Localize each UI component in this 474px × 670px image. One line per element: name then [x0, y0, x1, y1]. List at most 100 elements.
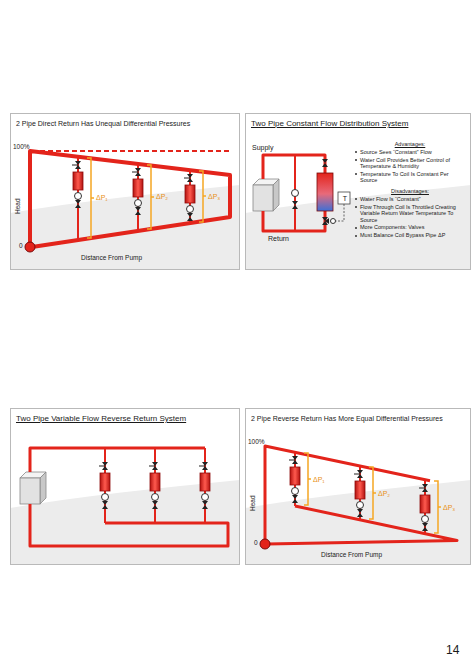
constant-flow-system — [245, 155, 471, 269]
bullet-dot — [355, 159, 357, 161]
section-heading: Advantages: — [354, 141, 466, 147]
axis-label: Distance From Pump — [81, 254, 142, 261]
slide-frame: 2 Pipe Reverse Return Has More Equal Dif… — [245, 408, 471, 565]
label-box: ΔP₃ — [443, 504, 455, 512]
source-box — [273, 179, 279, 211]
return-pipe — [30, 504, 228, 546]
note-row: Must Balance Coil Bypass Pipe ΔP — [354, 232, 466, 238]
label-box: Supply — [252, 144, 273, 152]
riser-pipes — [295, 452, 425, 534]
slide-frame: Two Pipe Constant Flow Distribution Syst… — [245, 113, 471, 270]
slide-frame: 2 Pipe Direct Return Has Unequal Differe… — [10, 113, 240, 270]
bullet-text: Temperature To Coil Is Constant Per Sour… — [360, 171, 466, 184]
label-box: ΔP₂ — [378, 490, 390, 498]
static-head-line — [32, 150, 232, 152]
pressure-bracket — [304, 453, 441, 533]
reverse-return-system — [199, 462, 210, 509]
direct-return-head-graph — [184, 174, 195, 221]
note-row: Water Flow Is “Constant” — [354, 196, 466, 202]
slide-title: Two Pipe Constant Flow Distribution Syst… — [251, 119, 408, 128]
label-box: ΔP₂ — [156, 193, 168, 201]
label-box: Head — [249, 495, 256, 511]
section-heading: Disadvantages: — [354, 188, 466, 194]
note-row: Flow Through Coil Is Throttled Creating … — [354, 204, 466, 223]
pressure-bracket — [369, 467, 376, 519]
source-box — [20, 478, 40, 504]
pressure-label: ΔP₁ — [313, 476, 325, 484]
water-coil — [317, 173, 333, 211]
label-box: Return — [268, 235, 289, 243]
axis-label: 0 — [19, 242, 23, 249]
pressure-bracket — [87, 158, 94, 238]
bullet-text: Source Sees “Constant” Flow — [360, 149, 466, 155]
source-box — [253, 185, 273, 211]
valve-actuator — [331, 219, 336, 224]
label-box: 0 — [254, 539, 258, 546]
pressure-label: ΔP₂ — [156, 193, 168, 201]
bullet-text: Water Coil Provides Better Control of Te… — [360, 157, 466, 170]
bullet-dot — [355, 198, 357, 200]
bullet-dot — [355, 151, 357, 153]
supply-pipe — [30, 448, 205, 472]
bullet-dot — [355, 206, 357, 208]
axis-label: Supply — [252, 144, 273, 152]
bullet-text: Water Flow Is “Constant” — [360, 196, 466, 202]
axis-label: 14 — [446, 644, 459, 658]
bullet-dot — [355, 173, 357, 175]
three-way-valve — [322, 217, 329, 225]
valve — [292, 201, 298, 209]
axis-label: Return — [268, 235, 289, 243]
label-box: ΔP₁ — [313, 476, 325, 484]
riser-pipes — [105, 448, 205, 523]
pressure-bracket — [199, 171, 206, 222]
slide-band — [10, 185, 240, 269]
reverse-return-head-graph — [245, 446, 471, 564]
label-box: 100% — [13, 143, 30, 150]
axis-label: 0 — [254, 539, 258, 546]
source-box — [20, 472, 46, 504]
note-row: Source Sees “Constant” Flow — [354, 149, 466, 155]
bullet-dot — [355, 235, 357, 237]
label-box: 14 — [446, 644, 459, 658]
axis-label: Head — [14, 198, 21, 214]
reverse-return-head-graph — [419, 484, 430, 531]
axis-label: Distance From Pump — [321, 551, 382, 558]
pressure-bracket — [147, 165, 154, 229]
direct-return-head-graph — [132, 168, 143, 215]
label-box: Head — [14, 198, 21, 214]
label-box: ΔP₁ — [96, 194, 108, 202]
axis-label: Head — [249, 495, 256, 511]
label-box: Distance From Pump — [321, 551, 382, 558]
reverse-return-system — [99, 462, 110, 509]
slide-title: 2 Pipe Direct Return Has Unequal Differe… — [16, 120, 190, 128]
slide-title: 2 Pipe Reverse Return Has More Equal Dif… — [251, 415, 443, 423]
pump — [260, 539, 270, 549]
label-box: T — [339, 195, 351, 203]
direct-return-head-graph — [10, 151, 240, 269]
riser-pipes — [78, 157, 190, 240]
bullet-dot — [355, 227, 357, 229]
reverse-return-system — [149, 462, 160, 509]
control-line — [336, 204, 344, 221]
axis-label: 100% — [248, 438, 265, 445]
note-row: More Components: Valves — [354, 224, 466, 230]
bullet-text: More Components: Valves — [360, 224, 466, 230]
pressure-label: ΔP₁ — [96, 194, 108, 202]
pressure-bracket — [304, 453, 311, 505]
pipe-loop — [30, 151, 230, 247]
note-row: Advantages: — [354, 141, 466, 147]
bullet-text: Must Balance Coil Bypass Pipe ΔP — [360, 232, 466, 238]
slide-frame: Two Pipe Variable Flow Reverse Return Sy… — [10, 408, 240, 565]
label-box: 0 — [19, 242, 23, 249]
note-row: Water Coil Provides Better Control of Te… — [354, 157, 466, 170]
label-box: Distance From Pump — [81, 254, 142, 261]
note-row: Disadvantages: — [354, 188, 466, 194]
balancing-valve — [292, 190, 299, 197]
note-row: Temperature To Coil Is Constant Per Sour… — [354, 171, 466, 184]
label-box: 100% — [248, 438, 265, 445]
source-box — [40, 472, 46, 504]
pressure-label: ΔP₃ — [443, 504, 455, 512]
reverse-return-system — [10, 448, 240, 564]
